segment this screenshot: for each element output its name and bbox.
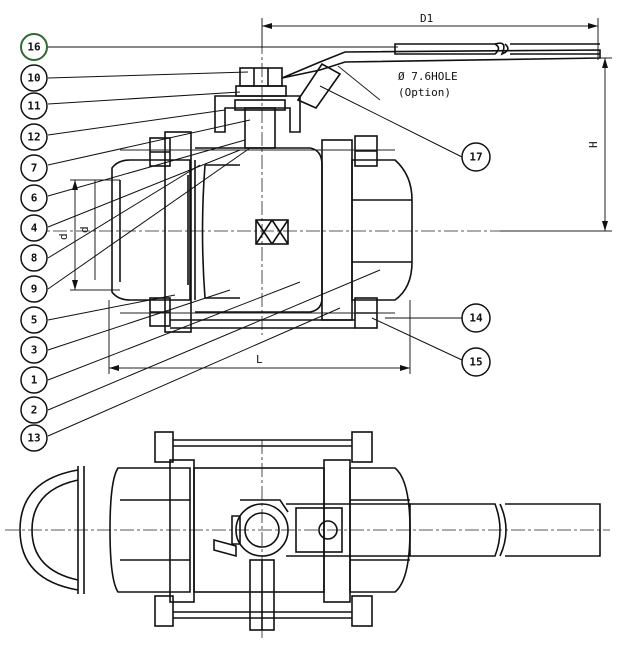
dimension-d: d d [57, 179, 120, 291]
svg-text:14: 14 [469, 312, 483, 325]
callout-3: 3 [20, 336, 48, 364]
dimension-l: L [108, 300, 411, 374]
svg-text:17: 17 [469, 151, 482, 164]
svg-text:11: 11 [27, 100, 41, 113]
leader-lines [47, 46, 463, 437]
callout-15: 15 [461, 347, 491, 377]
callout-2: 2 [20, 396, 48, 424]
callout-5: 5 [20, 306, 48, 334]
callout-16: 16 [20, 33, 48, 61]
dimension-d1-label: D1 [420, 12, 433, 25]
callout-8: 8 [20, 244, 48, 272]
svg-text:4: 4 [31, 222, 38, 235]
dimension-d1: D1 [261, 12, 599, 60]
dimension-h: H [500, 57, 612, 232]
svg-text:16: 16 [27, 41, 41, 54]
svg-text:10: 10 [27, 72, 40, 85]
svg-text:12: 12 [27, 131, 40, 144]
svg-text:7: 7 [31, 162, 38, 175]
dimension-h-label: H [587, 141, 600, 148]
svg-text:9: 9 [31, 283, 38, 296]
svg-text:15: 15 [469, 356, 482, 369]
callout-10: 10 [20, 64, 48, 92]
callout-12: 12 [20, 123, 48, 151]
valve-body-plan [19, 431, 601, 631]
svg-text:2: 2 [31, 404, 38, 417]
callout-4: 4 [20, 214, 48, 242]
option-note: (Option) [398, 86, 451, 99]
valve-body-elevation [111, 42, 601, 333]
dimension-d-label: d [57, 233, 70, 240]
svg-text:6: 6 [31, 192, 38, 205]
svg-text:d: d [78, 226, 91, 233]
svg-text:5: 5 [31, 314, 38, 327]
callout-14: 14 [461, 303, 491, 333]
callout-13: 13 [20, 424, 48, 452]
svg-text:8: 8 [31, 252, 38, 265]
callout-1: 1 [20, 366, 48, 394]
callout-7: 7 [20, 154, 48, 182]
svg-text:1: 1 [31, 374, 38, 387]
callout-17: 17 [461, 142, 491, 172]
callout-11: 11 [20, 92, 48, 120]
svg-text:3: 3 [31, 344, 38, 357]
dimension-l-label: L [256, 353, 263, 366]
callout-9: 9 [20, 275, 48, 303]
svg-text:13: 13 [27, 432, 40, 445]
callout-6: 6 [20, 184, 48, 212]
hole-note: Ø 7.6HOLE [398, 70, 458, 83]
